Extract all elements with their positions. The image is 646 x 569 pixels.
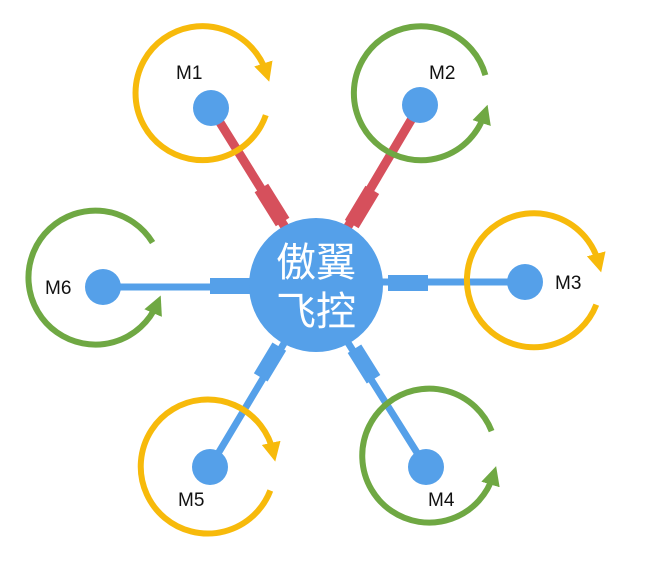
- motor-m6: M6: [25, 207, 162, 348]
- counterclockwise-arrow-icon: [359, 385, 500, 526]
- motor-icon: [402, 87, 438, 123]
- arm-m1: [206, 103, 298, 245]
- motor-label: M6: [45, 278, 71, 299]
- motor-icon: [85, 269, 121, 305]
- clockwise-arrow-icon: [463, 210, 606, 351]
- motor-label: M3: [555, 273, 581, 294]
- arm-m3: [356, 275, 529, 291]
- hub-circle: [249, 218, 383, 352]
- arm-m6: [99, 278, 274, 294]
- clockwise-arrow-icon: [132, 23, 273, 164]
- motor-icon: [408, 449, 444, 485]
- clockwise-arrow-icon: [137, 396, 281, 537]
- motor-icon: [507, 264, 543, 300]
- counterclockwise-arrow-icon: [350, 23, 491, 164]
- arm-m5: [206, 326, 296, 471]
- motor-label: M4: [428, 490, 455, 511]
- flight-controller-hub: 傲翼 飞控: [249, 218, 383, 352]
- motor-label: M2: [429, 63, 455, 84]
- motor-m2: M2: [350, 23, 491, 164]
- motor-icon: [193, 90, 229, 126]
- hub-title-line1: 傲翼: [276, 240, 356, 286]
- motor-icon: [192, 449, 228, 485]
- arm-m4: [336, 326, 430, 471]
- motor-m4: M4: [359, 385, 500, 526]
- motor-m3: M3: [463, 210, 606, 351]
- arms: [99, 100, 529, 471]
- motor-label: M1: [176, 63, 202, 84]
- counterclockwise-arrow-icon: [25, 207, 162, 348]
- arm-m2: [335, 100, 425, 245]
- motor-label: M5: [178, 490, 204, 511]
- motor-m1: M1: [132, 23, 273, 164]
- hub-title-line2: 飞控: [276, 289, 356, 335]
- motor-m5: M5: [137, 396, 281, 537]
